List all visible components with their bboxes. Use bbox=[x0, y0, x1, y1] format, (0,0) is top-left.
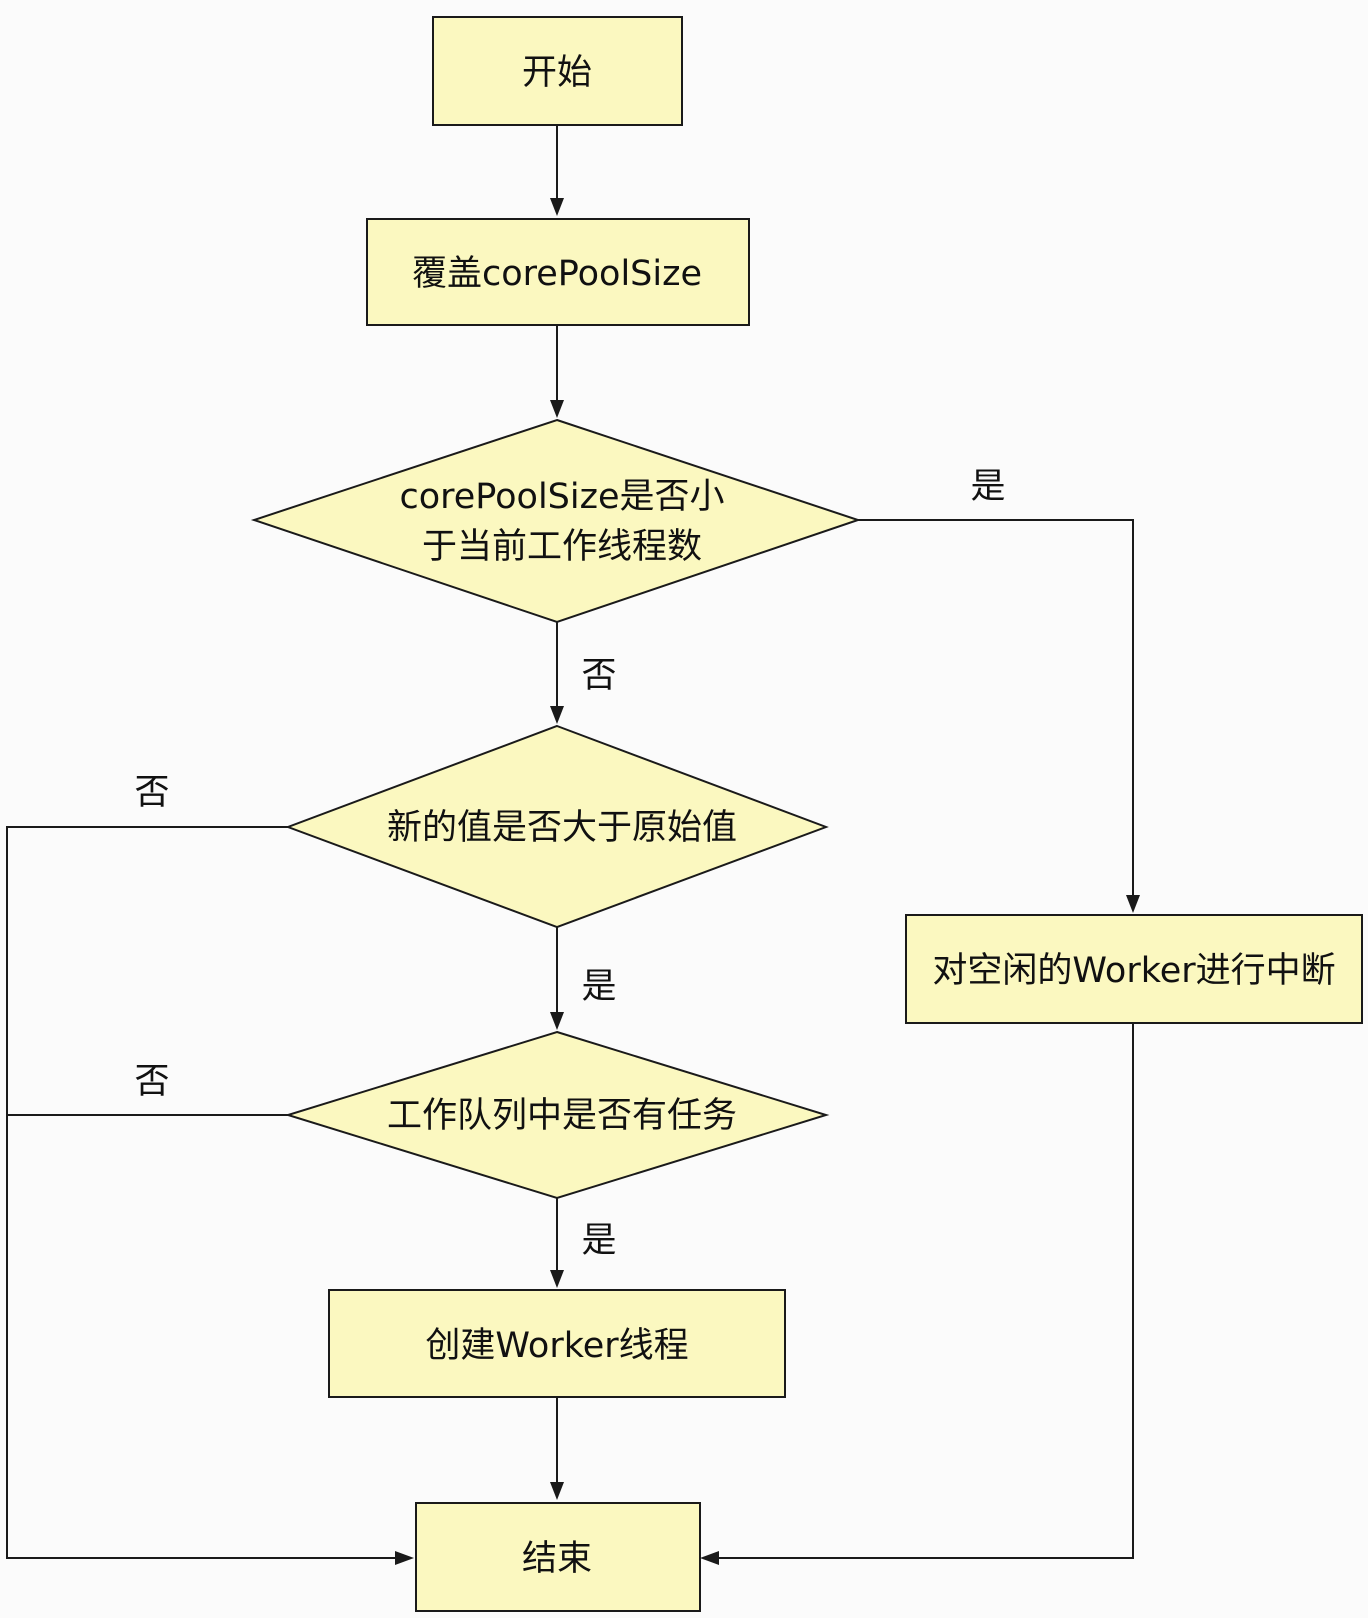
check-greater-decision: 新的值是否大于原始值 bbox=[285, 724, 829, 929]
edge-label-less-no: 否 bbox=[581, 656, 616, 696]
arrowhead bbox=[550, 1270, 564, 1288]
edge-label-greater-no: 否 bbox=[134, 773, 169, 813]
arrowhead bbox=[700, 1551, 719, 1565]
check-less-label-line1: corePoolSize是否小 bbox=[399, 477, 724, 517]
edge-checkgreater-end bbox=[6, 826, 395, 1559]
edge-interrupt-end bbox=[719, 1023, 1134, 1559]
edge-label-less-yes: 是 bbox=[970, 467, 1005, 507]
check-queue-label: 工作队列中是否有任务 bbox=[387, 1096, 737, 1136]
check-less-label-line2: 于当前工作线程数 bbox=[422, 527, 702, 567]
override-label: 覆盖corePoolSize bbox=[412, 254, 702, 294]
create-worker-node: 创建Worker线程 bbox=[328, 1289, 786, 1398]
start-label: 开始 bbox=[522, 53, 592, 93]
arrowhead bbox=[550, 1482, 564, 1500]
edge-checkless-interrupt bbox=[858, 519, 1134, 895]
check-less-decision: corePoolSize是否小 于当前工作线程数 bbox=[250, 418, 862, 624]
end-node: 结束 bbox=[415, 1502, 701, 1612]
start-node: 开始 bbox=[432, 16, 683, 126]
edge-label-greater-yes: 是 bbox=[581, 967, 616, 1007]
edge-label-queue-no: 否 bbox=[134, 1062, 169, 1102]
arrowhead bbox=[550, 400, 564, 418]
arrowhead bbox=[550, 706, 564, 724]
arrowhead bbox=[395, 1551, 414, 1565]
override-node: 覆盖corePoolSize bbox=[366, 218, 750, 326]
check-greater-label: 新的值是否大于原始值 bbox=[387, 808, 737, 848]
end-label: 结束 bbox=[522, 1539, 592, 1579]
check-queue-decision: 工作队列中是否有任务 bbox=[284, 1030, 830, 1200]
arrowhead bbox=[550, 1012, 564, 1030]
arrowhead bbox=[1126, 895, 1140, 913]
create-worker-label: 创建Worker线程 bbox=[425, 1326, 688, 1366]
interrupt-node: 对空闲的Worker进行中断 bbox=[905, 914, 1363, 1024]
arrowhead bbox=[550, 198, 564, 216]
edge-label-queue-yes: 是 bbox=[581, 1221, 616, 1261]
interrupt-label: 对空闲的Worker进行中断 bbox=[932, 951, 1335, 991]
